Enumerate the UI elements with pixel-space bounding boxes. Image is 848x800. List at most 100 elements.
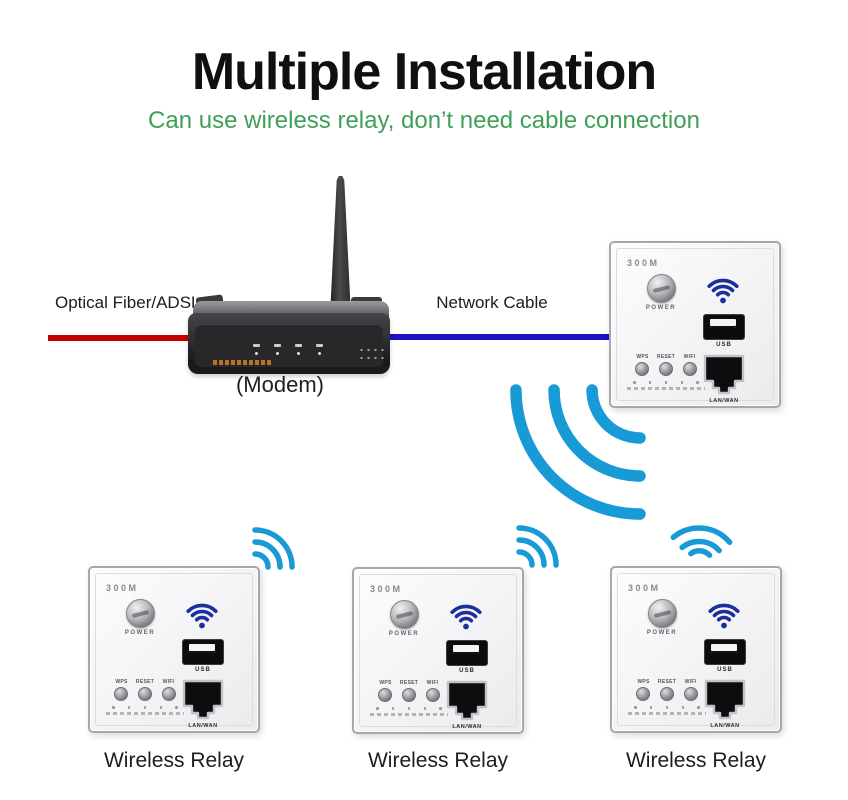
led-indicators — [376, 707, 442, 710]
model-badge: 300M — [627, 258, 660, 268]
wifi-label: WIFI — [426, 680, 439, 686]
button-labels: WPS RESET WIFI — [631, 354, 701, 360]
lan-wan-label: LAN/WAN — [188, 723, 218, 729]
button-labels: WPS RESET WIFI — [374, 680, 444, 686]
usb-label: USB — [717, 667, 733, 673]
reset-button — [660, 687, 674, 701]
power-label: POWER — [388, 631, 420, 637]
optical-fiber-line — [48, 335, 190, 341]
wps-button — [636, 687, 650, 701]
model-badge: 300M — [628, 583, 661, 593]
power-label: POWER — [646, 630, 678, 636]
usb-port — [703, 314, 745, 340]
wps-label: WPS — [379, 680, 392, 686]
wifi-button — [162, 687, 176, 701]
modem-antenna — [330, 176, 351, 316]
lan-wan-port — [444, 679, 490, 728]
reset-button — [402, 688, 416, 702]
modem-port-dots — [358, 346, 384, 360]
reset-button — [659, 362, 673, 376]
small-buttons — [378, 688, 440, 702]
small-buttons — [114, 687, 176, 701]
lan-wan-label: LAN/WAN — [709, 398, 739, 404]
lan-wan-port — [701, 353, 747, 402]
model-badge: 300M — [370, 584, 403, 594]
wifi-button — [684, 687, 698, 701]
modem-led-indicators — [253, 344, 323, 355]
relay-caption-2: Wireless Relay — [367, 749, 509, 772]
usb-label: USB — [716, 342, 732, 348]
page-subtitle: Can use wireless relay, don’t need cable… — [148, 107, 700, 134]
network-cable-line — [386, 334, 612, 340]
model-badge: 300M — [106, 583, 139, 593]
wall-router-relay-2: 300M POWER USB WPS RESET WIFI — [352, 567, 524, 734]
relay-caption-1: Wireless Relay — [103, 749, 245, 772]
wall-router-relay-1: 300M POWER USB WPS RESET WIFI — [88, 566, 260, 733]
modem-brand-print — [213, 360, 271, 365]
panel-inner-frame — [359, 574, 517, 727]
page-title: Multiple Installation — [191, 43, 657, 101]
wps-button — [635, 362, 649, 376]
optical-fiber-label: Optical Fiber/ADSL — [55, 293, 201, 312]
wifi-icon — [703, 267, 743, 310]
led-caption-print — [627, 387, 705, 391]
led-indicators — [112, 706, 178, 709]
reset-label: RESET — [656, 354, 676, 360]
lan-wan-label: LAN/WAN — [710, 723, 740, 729]
led-indicators — [633, 381, 699, 384]
wps-label: WPS — [636, 354, 649, 360]
led-caption-print — [628, 712, 706, 716]
wifi-label: WIFI — [162, 679, 175, 685]
usb-label: USB — [195, 667, 211, 673]
button-labels: WPS RESET WIFI — [110, 679, 180, 685]
wps-label: WPS — [115, 679, 128, 685]
wall-router-relay-3: 300M POWER USB WPS RESET WIFI — [610, 566, 782, 733]
wps-button — [114, 687, 128, 701]
reset-label: RESET — [135, 679, 155, 685]
led-caption-print — [370, 713, 448, 717]
wifi-signal-icon-relay-1 — [184, 496, 325, 637]
power-button — [390, 600, 419, 629]
wifi-button — [683, 362, 697, 376]
panel-inner-frame — [617, 573, 775, 726]
reset-label: RESET — [399, 680, 419, 686]
led-indicators — [634, 706, 700, 709]
wall-router-main: 300M POWER USB WPS RESET WIFI — [609, 241, 781, 408]
panel-inner-frame — [95, 573, 253, 726]
power-button — [648, 599, 677, 628]
wifi-button — [426, 688, 440, 702]
button-labels: WPS RESET WIFI — [632, 679, 702, 685]
usb-port — [182, 639, 224, 665]
wps-button — [378, 688, 392, 702]
lan-wan-port — [180, 678, 226, 727]
wifi-icon — [704, 592, 744, 635]
wifi-signal-icon-relay-2 — [448, 494, 589, 635]
usb-port — [446, 640, 488, 666]
network-cable-label: Network Cable — [436, 293, 548, 312]
wifi-icon — [446, 593, 486, 636]
power-button — [647, 274, 676, 303]
wifi-signal-icon-main — [400, 150, 848, 631]
device-panel: 300M POWER USB WPS RESET WIFI — [610, 566, 782, 733]
usb-label: USB — [459, 668, 475, 674]
lan-wan-port — [702, 678, 748, 727]
wifi-label: WIFI — [683, 354, 696, 360]
reset-button — [138, 687, 152, 701]
wifi-signal-icon-relay-3 — [645, 514, 753, 622]
wps-label: WPS — [637, 679, 650, 685]
lan-wan-label: LAN/WAN — [452, 724, 482, 730]
wifi-label: WIFI — [684, 679, 697, 685]
modem-label: (Modem) — [235, 372, 324, 397]
device-panel: 300M POWER USB WPS RESET WIFI — [352, 567, 524, 734]
power-label: POWER — [645, 305, 677, 311]
usb-port — [704, 639, 746, 665]
relay-caption-3: Wireless Relay — [625, 749, 767, 772]
small-buttons — [635, 362, 697, 376]
modem-illustration — [188, 313, 390, 374]
panel-inner-frame — [616, 248, 774, 401]
power-label: POWER — [124, 630, 156, 636]
wifi-icon — [182, 592, 222, 635]
modem-front-panel — [195, 324, 384, 367]
led-caption-print — [106, 712, 184, 716]
